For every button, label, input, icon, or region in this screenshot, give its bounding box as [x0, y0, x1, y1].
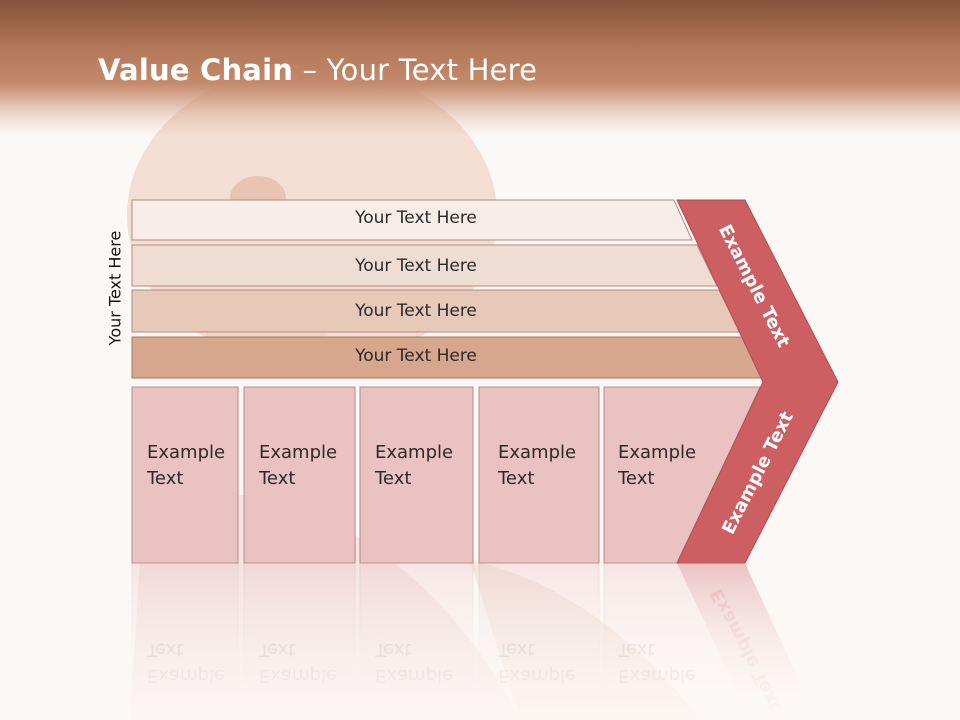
reflection-group — [131, 562, 805, 694]
support-row-4[interactable] — [131, 336, 764, 379]
primary-cell-2[interactable] — [243, 386, 356, 564]
support-row-1[interactable] — [131, 199, 693, 241]
reflection-cell-2 — [243, 562, 356, 694]
reflection-cell-3 — [359, 562, 474, 694]
slide-title: Value Chain – Your Text Here — [98, 53, 537, 87]
support-row-3[interactable] — [131, 289, 741, 333]
title-rest: – Your Text Here — [293, 53, 538, 87]
title-bold: Value Chain — [98, 53, 294, 87]
reflection-cell-1 — [131, 562, 239, 694]
primary-cell-4[interactable] — [478, 386, 600, 564]
primary-cell-1[interactable] — [131, 386, 239, 564]
header-band — [0, 0, 960, 135]
primary-cell-3[interactable] — [359, 386, 474, 564]
reflection-cell-4 — [478, 562, 600, 694]
support-row-2[interactable] — [131, 244, 718, 287]
